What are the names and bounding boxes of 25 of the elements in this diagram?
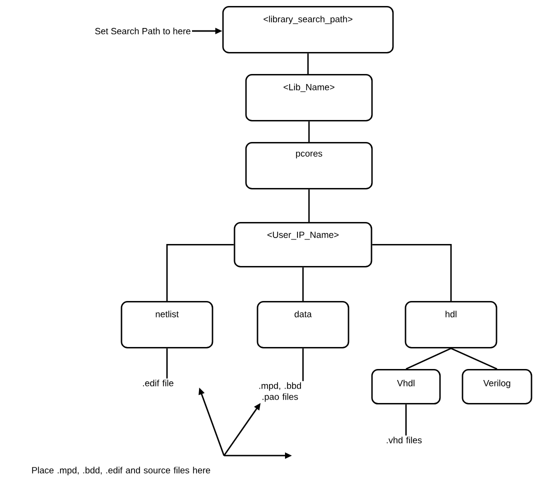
connector-line: [308, 121, 310, 142]
connector-line: [372, 244, 452, 301]
connector-line: [166, 348, 168, 378]
connector-line: [405, 404, 407, 436]
file-text: .mpd, .bbd .pao files: [259, 382, 301, 402]
file-text: .vhd files: [386, 436, 422, 444]
connector-line: [307, 53, 309, 74]
folder-box: pcores: [245, 142, 373, 190]
connector-line: [166, 244, 234, 301]
folder-box: data: [256, 301, 350, 348]
connector-line: [406, 348, 452, 370]
folder-box: hdl: [404, 301, 498, 348]
note-text: Set Search Path to here: [95, 28, 190, 34]
folder-box: <library_search_path>: [222, 6, 394, 54]
connector-line: [308, 189, 310, 222]
file-text: .edif file: [143, 380, 174, 386]
folder-box: <Lib_Name>: [245, 74, 373, 122]
folder-box: Verilog: [462, 369, 532, 404]
note-text: Place .mpd, .bdd, .edif and source files here: [32, 466, 210, 476]
folder-box: <User_IP_Name>: [234, 222, 372, 268]
connector-line: [302, 267, 304, 301]
connector-line: [450, 348, 498, 370]
folder-box: netlist: [120, 301, 214, 348]
connector-line: [302, 348, 304, 382]
folder-box: Vhdl: [371, 369, 441, 404]
